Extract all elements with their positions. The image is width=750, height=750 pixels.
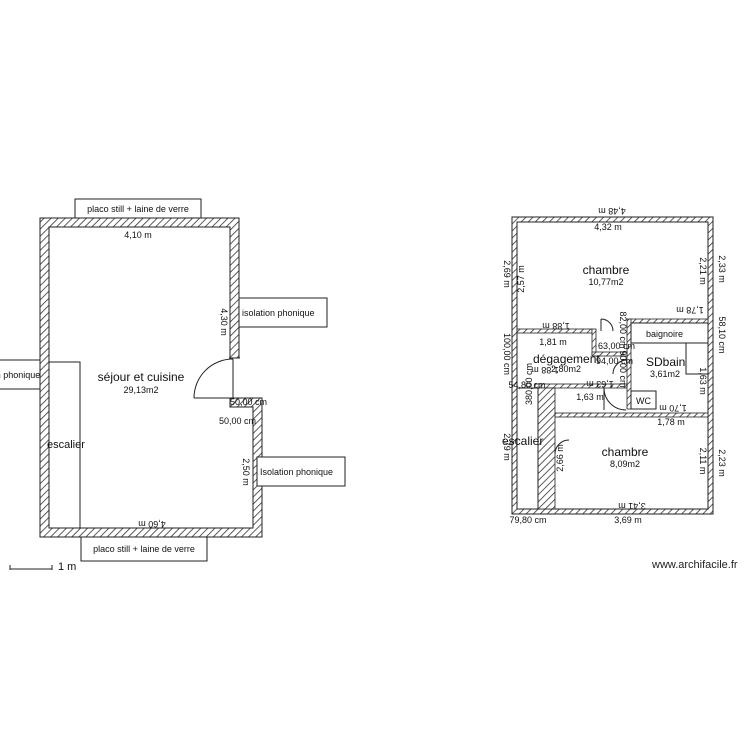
room-name: séjour et cuisine: [98, 370, 185, 384]
dim-bottom-outer: 3,41 m: [618, 501, 646, 511]
dim-v-82: 82,00 cm: [618, 311, 628, 348]
wc-box: [630, 390, 657, 410]
note-top: placo still + laine de verre: [74, 198, 202, 219]
dim-bottom-inner: 3,69 m: [614, 515, 642, 525]
svg-text:isolation phonique: isolation phonique: [242, 308, 315, 318]
bedroom-bottom-area: 8,09m2: [610, 459, 640, 469]
door-opening: [229, 358, 240, 398]
dim-left-inner: 2,57 m: [516, 265, 526, 293]
partition-bath-left: [626, 318, 632, 410]
scale-bar: 1 m: [9, 561, 76, 573]
bathtub-label: baignoire: [646, 329, 683, 339]
dim-h-163-a: 1,63 m: [586, 379, 614, 389]
door-swing: [193, 358, 234, 399]
dim-left-outer: 2,69 m: [502, 260, 512, 288]
dim-v-90: 90,00 cm: [618, 350, 628, 387]
dim-outer-top: 4,48 m: [598, 206, 626, 216]
dim-right-upper: 4,30 m: [219, 308, 229, 336]
bedroom-top-area: 10,77m2: [588, 277, 623, 287]
dim-h-94: 94,00 cm: [596, 356, 633, 366]
svg-text:isolation phonique: isolation phonique: [0, 370, 40, 380]
dim-h-63: 63,00 cm: [598, 341, 635, 351]
wc-label: WC: [636, 396, 651, 406]
credit-text: www.archifacile.fr: [651, 559, 738, 571]
dim-v-279: 2,79 m: [502, 433, 512, 461]
dim-right-outer: 2,33 m: [717, 255, 727, 283]
stair-label: escalier: [47, 439, 85, 451]
scale-label: 1 m: [58, 561, 76, 573]
landing-name: dégagement: [533, 352, 600, 366]
partition-landing-bottom: [534, 383, 628, 389]
dim-h-163-b: 1,63 m: [576, 392, 604, 402]
svg-text:Isolation phonique: Isolation phonique: [260, 467, 333, 477]
note-left: isolation phonique: [0, 359, 41, 390]
dim-bottom-width: 4,60 m: [138, 519, 166, 529]
dim-right-lower-b: 2,23 m: [717, 449, 727, 477]
washbasin: [685, 342, 709, 375]
stair-box: [516, 387, 539, 510]
dim-right-58: 58,10 cm: [717, 316, 727, 353]
note-bottom: placo still + laine de verre: [80, 536, 208, 562]
dim-step-b: 50,00 cm: [219, 416, 256, 426]
closet-bottom-wall: [591, 351, 628, 357]
dim-h-170: 1,70 m: [659, 403, 687, 413]
dim-top-width: 4,10 m: [124, 230, 152, 240]
svg-text:placo still + laine de verre: placo still + laine de verre: [93, 544, 195, 554]
door-swing-bedroom: [554, 439, 570, 455]
dim-bottom-left: 79,80 cm: [509, 515, 546, 525]
stairs-name: escalier: [502, 434, 543, 448]
dim-step-a: 50,00 cm: [230, 397, 267, 407]
dim-h-188: 1,88 m: [531, 365, 559, 375]
bathroom-name: SDbain: [646, 355, 685, 369]
partition-bath-top: [629, 318, 709, 324]
right-floor-plan: baignoire WC chambre 10,77m2 dégagement …: [502, 206, 727, 525]
bathtub: [630, 322, 709, 344]
dim-w-5480: 54,80 cm: [508, 380, 545, 390]
staircase: [48, 361, 81, 529]
dim-v-266: 2,66 m: [555, 444, 565, 472]
door-swing-bath: [612, 359, 628, 375]
bedroom-top-name: chambre: [583, 263, 630, 277]
dim-mid-c: 1,78 m: [676, 305, 704, 315]
dim-right-lower: 2,50 m: [241, 458, 251, 486]
dim-left-100: 100,00 cm: [502, 333, 512, 375]
door-swing-landing: [603, 387, 627, 411]
note-right-upper: isolation phonique: [238, 297, 328, 328]
dim-h-178: 1,78 m: [657, 417, 685, 427]
stair-wall: [537, 387, 556, 510]
bedroom-bottom-name: chambre: [602, 445, 649, 459]
dim-inner-top: 4,32 m: [594, 222, 622, 232]
svg-text:placo still + laine de verre: placo still + laine de verre: [87, 204, 189, 214]
left-floor-plan: escalier séjour et cuisine 29,13m2 4,10 …: [0, 198, 346, 562]
dim-right-inner: 2,21 m: [698, 257, 708, 285]
bathroom-area: 3,61m2: [650, 369, 680, 379]
dim-v-380: 380,00 cm: [524, 363, 534, 405]
landing-area: 2,80m2: [551, 364, 581, 374]
dim-right-lower-a: 2,11 m: [698, 448, 708, 475]
dim-v-163: 1,63 m: [698, 367, 708, 395]
partition-bedroom-bottom: [554, 412, 709, 418]
dim-mid-b: 1,81 m: [539, 337, 567, 347]
dim-mid-a: 1,88 m: [542, 321, 570, 331]
note-right-lower: Isolation phonique: [256, 456, 346, 487]
room-area: 29,13m2: [123, 385, 158, 395]
door-swing-closet: [600, 318, 614, 332]
